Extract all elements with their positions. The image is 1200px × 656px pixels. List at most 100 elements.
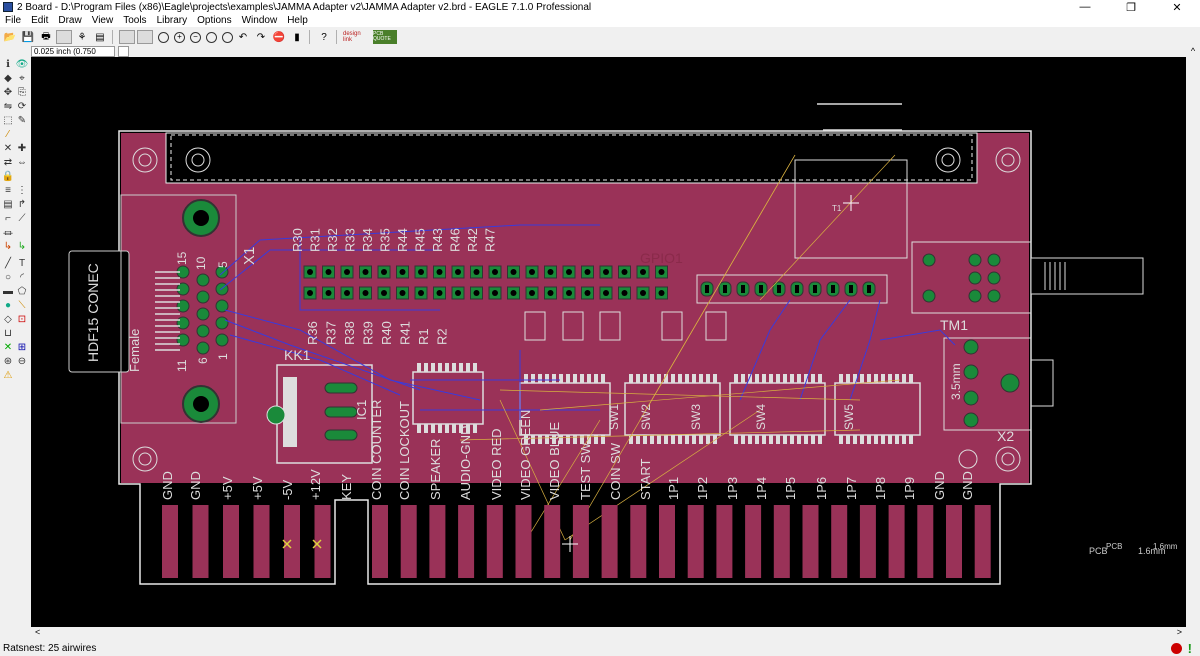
ic-pin <box>706 374 710 383</box>
wire-icon[interactable]: ⌐ <box>5 212 11 224</box>
gpio-header-outline <box>696 274 888 304</box>
save-icon[interactable]: 💾 <box>21 31 35 43</box>
menu-library[interactable]: Library <box>156 15 188 26</box>
zoom-in-icon[interactable]: + <box>174 31 185 43</box>
optimize-icon[interactable]: ⋮ <box>17 184 27 196</box>
paste-icon[interactable]: ⁄ <box>7 128 9 140</box>
polygon-icon[interactable]: ⬠ <box>17 285 27 297</box>
ic-pin <box>424 363 428 372</box>
drc-icon[interactable]: ⊛ <box>3 355 13 367</box>
scroll-left-icon[interactable]: < <box>35 627 41 637</box>
designlink-button[interactable]: design link <box>343 31 361 43</box>
coordinate-dropdown[interactable] <box>118 46 129 57</box>
minimize-button[interactable]: — <box>1079 1 1091 13</box>
menu-options[interactable]: Options <box>197 15 232 26</box>
menu-draw[interactable]: Draw <box>58 15 82 26</box>
delete-icon[interactable]: ✕ <box>3 142 13 154</box>
display-icon[interactable]: ◆ <box>4 72 12 84</box>
edge-finger <box>486 505 503 578</box>
zoom-out-icon[interactable]: − <box>190 31 201 43</box>
mirror-icon[interactable]: ⇋ <box>3 100 13 112</box>
menu-file[interactable]: File <box>5 15 22 26</box>
add-icon[interactable]: ✚ <box>17 142 27 154</box>
meander-icon[interactable]: ⏛ <box>3 228 13 240</box>
cam-processor-icon[interactable] <box>56 30 72 44</box>
route-trace-icon[interactable]: ↳ <box>3 240 13 252</box>
gpio-pad-hole <box>759 285 763 293</box>
undo-icon[interactable]: ↶ <box>238 31 248 43</box>
group-icon[interactable]: ⬚ <box>3 114 13 126</box>
scroll-up-icon[interactable]: ^ <box>1190 46 1196 56</box>
warning-icon[interactable]: ⚠ <box>3 369 13 381</box>
board-canvas[interactable]: HDF15 CONEC Female 15 10 5 11 6 1 X1 KK1… <box>31 57 1186 627</box>
ripup-icon[interactable]: ↱ <box>17 198 27 210</box>
ic-pin <box>636 374 640 383</box>
menu-edit[interactable]: Edit <box>31 15 49 26</box>
mark-icon[interactable]: ⌖ <box>19 72 25 84</box>
resistor-label: R2 <box>435 328 450 345</box>
copy-icon[interactable]: ⎘ <box>18 86 26 98</box>
help-button[interactable]: ? <box>321 31 327 43</box>
ulp-icon[interactable]: ▤ <box>95 31 105 43</box>
arc-icon[interactable]: ◜ <box>20 271 24 283</box>
ratsnest-icon[interactable]: ✕ <box>3 341 13 353</box>
ic-pin <box>909 435 913 444</box>
rotate-icon[interactable]: ⟳ <box>17 100 27 112</box>
change-icon[interactable]: ✎ <box>17 114 27 126</box>
autoroute-icon[interactable]: ↳ <box>17 240 27 252</box>
autorouter-icon[interactable]: ⊞ <box>17 341 27 353</box>
maximize-button[interactable]: ❐ <box>1126 1 1136 14</box>
menu-tools[interactable]: Tools <box>123 15 147 26</box>
stop-indicator-icon[interactable] <box>1170 642 1182 654</box>
circle-icon[interactable]: ○ <box>4 271 12 283</box>
schematic-icon[interactable] <box>119 30 135 44</box>
header-pad-hole <box>547 290 554 296</box>
line-icon[interactable]: ╱ <box>4 257 12 269</box>
move-icon[interactable]: ✥ <box>3 86 13 98</box>
menu-help[interactable]: Help <box>287 15 308 26</box>
show-icon[interactable]: 👁 <box>15 58 29 70</box>
go-icon[interactable]: ▮ <box>294 31 300 43</box>
attribute-icon[interactable]: ⊡ <box>17 313 27 325</box>
dimension-icon[interactable]: ⊔ <box>4 327 12 339</box>
zoom-select-icon[interactable] <box>222 31 233 43</box>
board-icon[interactable] <box>137 30 153 44</box>
ic-pin <box>559 374 563 383</box>
vertical-scrollbar[interactable]: ^ <box>1186 46 1200 627</box>
script-icon[interactable]: ⚘ <box>77 31 87 43</box>
split-icon[interactable]: ≡ <box>5 184 11 196</box>
redo-icon[interactable]: ↷ <box>256 31 266 43</box>
via-icon[interactable]: ● <box>4 299 12 311</box>
rect-icon[interactable]: ▬ <box>3 285 13 297</box>
pcb-drawing: HDF15 CONEC Female 15 10 5 11 6 1 X1 KK1… <box>68 103 1178 585</box>
hdf15-label: HDF15 CONEC <box>85 263 101 362</box>
zoom-fit-icon[interactable] <box>158 31 169 43</box>
header-pad-hole <box>344 269 350 275</box>
menu-view[interactable]: View <box>91 15 114 26</box>
close-button[interactable]: ✕ <box>1172 1 1182 14</box>
info-icon[interactable]: ℹ <box>6 58 10 70</box>
command-toolbar: ℹ 👁 ◆ ⌖ ✥ ⎘ ⇋ ⟳ ⬚ ✎ ⁄ ✕ ✚ ⇄ ⇔ 🔒 ≡ ⋮ ▤ ↱ … <box>0 50 31 626</box>
hole-icon[interactable]: ◇ <box>4 313 12 325</box>
open-icon[interactable]: 📂 <box>3 31 17 43</box>
text-icon[interactable]: T <box>18 257 26 269</box>
pcb-quote-button[interactable]: PCB QUOTE <box>373 30 397 44</box>
ic-pin <box>459 363 463 372</box>
horizontal-scrollbar[interactable]: < > <box>31 627 1200 640</box>
signal-icon[interactable]: ⟍ <box>18 299 26 311</box>
zoom-redraw-icon[interactable] <box>206 31 217 43</box>
lock-part-icon[interactable]: 🔒 <box>1 170 15 182</box>
route-icon[interactable]: ▤ <box>3 198 13 210</box>
ic-pin <box>664 435 668 444</box>
header-pad-hole <box>510 290 517 296</box>
slice-icon[interactable]: ⟋ <box>18 212 26 224</box>
replace-icon[interactable]: ⇄ <box>3 156 13 168</box>
lock-icon[interactable]: ⇔ <box>17 156 27 168</box>
scroll-right-icon[interactable]: > <box>1176 627 1182 637</box>
errors-icon[interactable]: ⊖ <box>17 355 27 367</box>
blue-traces <box>219 224 956 420</box>
print-icon[interactable]: 🖶 <box>41 30 51 42</box>
menu-window[interactable]: Window <box>241 15 278 26</box>
stop-icon[interactable]: ⛔ <box>272 31 286 43</box>
